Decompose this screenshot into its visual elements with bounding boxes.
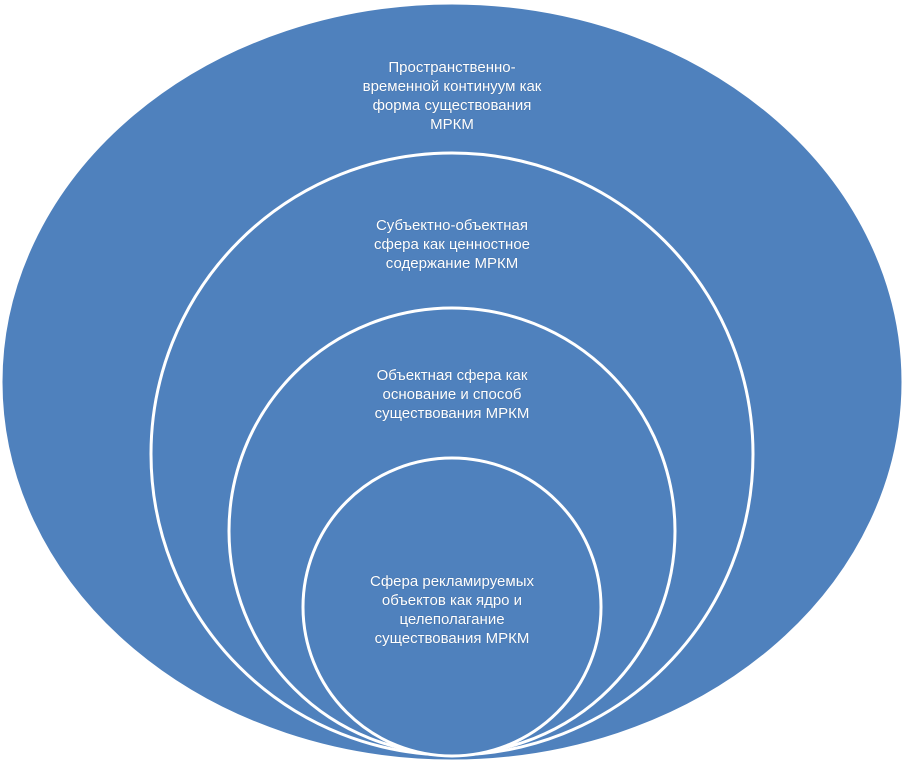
outer-label-line: форма существования <box>372 97 532 114</box>
second-label-line: Субъектно-объектная <box>375 217 529 234</box>
third-label-line: существования МРКМ <box>374 405 530 422</box>
third-label-line: основание и способ <box>382 386 522 403</box>
outer-label-line: временной континуум как <box>362 78 542 95</box>
inner-circle <box>301 456 603 758</box>
outer-label-line: МРКМ <box>430 116 474 133</box>
inner-label-line: целеполагание <box>399 611 505 628</box>
second-label-line: сфера как ценностное <box>373 236 530 253</box>
third-label-line: Объектная сфера как <box>376 367 528 384</box>
inner-label-line: объектов как ядро и <box>381 592 523 609</box>
second-label: Субъектно-объектная сфера как ценностное… <box>312 216 592 273</box>
outer-label: Пространственно- временной континуум как… <box>312 58 592 134</box>
inner-label: Сфера рекламируемых объектов как ядро и … <box>312 572 592 648</box>
outer-label-line: Пространственно- <box>388 59 516 76</box>
inner-label-line: существования МРКМ <box>374 630 530 647</box>
second-label-line: содержание МРКМ <box>385 255 519 272</box>
inner-label-line: Сфера рекламируемых <box>369 573 534 590</box>
third-label: Объектная сфера как основание и способ с… <box>312 366 592 423</box>
